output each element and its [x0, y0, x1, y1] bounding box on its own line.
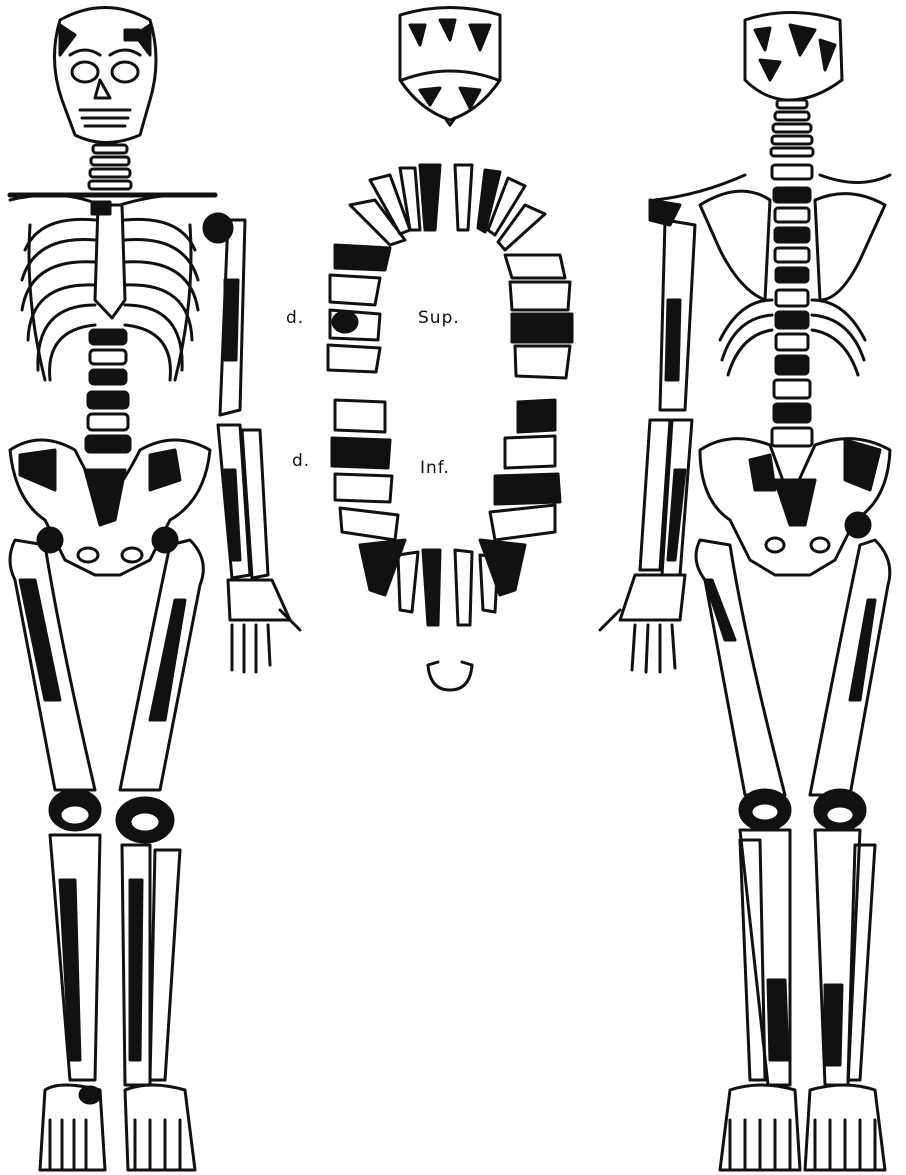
anterior-feet — [40, 1085, 195, 1170]
anterior-skeleton — [10, 8, 300, 1171]
lower-arch-label: Inf. — [420, 458, 450, 478]
anterior-ribcage — [22, 219, 198, 380]
lower-dental-arch — [332, 400, 560, 625]
posterior-scapula-right — [815, 194, 885, 300]
posterior-spine — [771, 100, 813, 446]
upper-arch-label: Sup. — [418, 308, 460, 328]
skull-base-view — [400, 8, 500, 126]
posterior-lower-legs — [740, 830, 875, 1085]
posterior-left-arm — [600, 220, 695, 672]
posterior-scapula-left — [700, 191, 770, 300]
anterior-right-arm — [204, 214, 300, 672]
posterior-femurs — [696, 540, 890, 830]
hyoid-bone — [428, 662, 472, 690]
posterior-feet — [720, 1085, 885, 1170]
anterior-lumbar-spine — [86, 330, 130, 452]
upper-arch-side-label: d. — [286, 308, 304, 328]
posterior-skeleton — [600, 13, 890, 1171]
upper-dental-arch — [328, 165, 572, 378]
anterior-lower-legs — [50, 835, 180, 1085]
anterior-cervical-spine — [89, 145, 131, 189]
lower-arch-side-label: d. — [292, 451, 310, 471]
anterior-skull — [54, 8, 156, 143]
